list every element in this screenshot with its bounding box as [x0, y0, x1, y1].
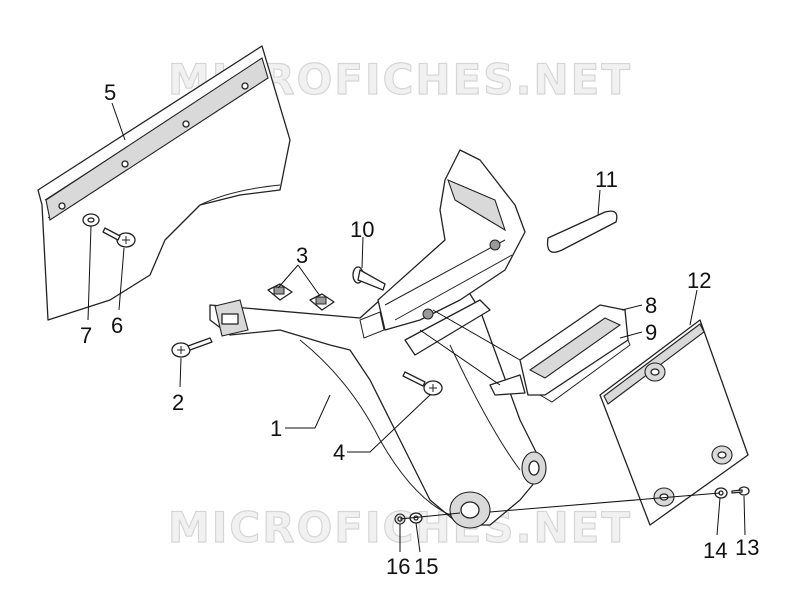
upper-bracket [359, 149, 526, 356]
part-5-mudflap [37, 45, 291, 321]
part-3-clip-b [309, 293, 335, 311]
callout-15: 15 [414, 554, 438, 579]
part-11-reflector [546, 210, 618, 253]
callout-10: 10 [350, 217, 374, 242]
part-4-screw [402, 371, 443, 396]
callout-8: 8 [645, 293, 657, 318]
callout-2: 2 [172, 390, 184, 415]
callout-7: 7 [80, 323, 92, 348]
watermark-bottom: MICROFICHES.NET [168, 503, 632, 552]
part-12-license-plate [599, 319, 749, 526]
callout-11: 11 [595, 167, 618, 192]
part-7-washer [82, 213, 100, 227]
leader-lines [87, 102, 746, 553]
callout-1: 1 [270, 416, 282, 441]
callout-14: 14 [703, 538, 727, 563]
part-6-screw [102, 227, 136, 248]
part-3-clip-a [267, 283, 293, 301]
callout-6: 6 [111, 313, 123, 338]
part-8-tail-light [519, 304, 631, 403]
callout-5: 5 [104, 80, 116, 105]
callout-3: 3 [296, 243, 308, 268]
part-10-bolt [352, 266, 386, 291]
callout-12: 12 [687, 268, 711, 293]
callout-9: 9 [645, 320, 657, 345]
part-1-rear-fender [209, 269, 547, 529]
part-13-screw [731, 486, 750, 496]
part-2-screw [171, 337, 213, 358]
callout-4: 4 [333, 440, 345, 465]
callout-16: 16 [386, 554, 410, 579]
callout-13: 13 [735, 535, 759, 560]
part-9-light-bracket [489, 374, 526, 396]
callout-labels: 5 7 6 3 2 1 4 10 11 8 9 12 13 14 15 16 [80, 80, 759, 579]
